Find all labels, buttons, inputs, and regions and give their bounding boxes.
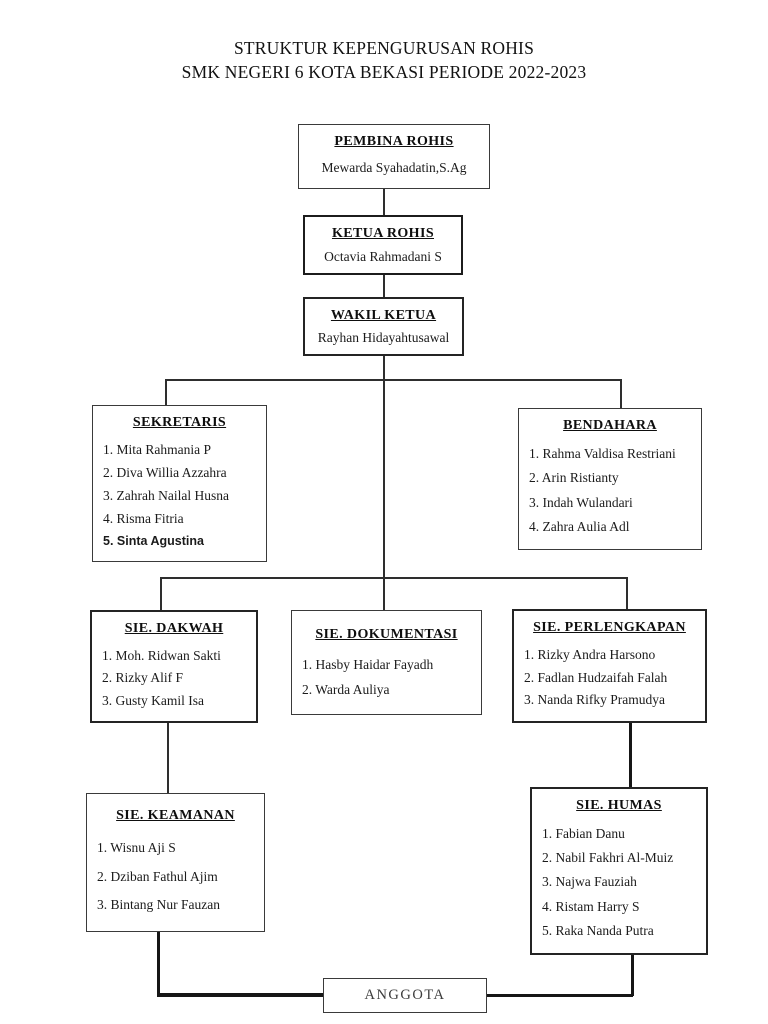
org-box-perlengkapan-heading: SIE. PERLENGKAPAN xyxy=(533,620,686,635)
member-name: 3. Indah Wulandari xyxy=(529,494,633,510)
org-box-wakil: WAKIL KETUA Rayhan Hidayahtusawal xyxy=(303,297,464,356)
org-box-dakwah: SIE. DAKWAH 1. Moh. Ridwan Sakti 2. Rizk… xyxy=(90,610,258,723)
org-box-dakwah-heading: SIE. DAKWAH xyxy=(124,621,224,636)
connector-humas-stem xyxy=(631,954,634,996)
connector-perlengkapan-humas xyxy=(629,722,632,788)
org-box-sekretaris-heading: SEKRETARIS xyxy=(132,415,227,430)
org-box-ketua: KETUA ROHIS Octavia Rahmadani S xyxy=(303,215,463,275)
member-name: 3. Zahrah Nailal Husna xyxy=(103,488,229,503)
connector-center-stem xyxy=(383,379,385,579)
member-name: 1. Wisnu Aji S xyxy=(97,840,176,856)
connector-ketua-wakil xyxy=(383,275,385,298)
member-name: Rayhan Hidayahtusawal xyxy=(317,330,450,345)
member-name: 1. Rizky Andra Harsono xyxy=(524,646,656,662)
member-name: 5. Raka Nanda Putra xyxy=(542,922,654,938)
org-box-keamanan-heading: SIE. KEAMANAN xyxy=(116,808,235,823)
member-name: 2. Dziban Fathul Ajim xyxy=(97,868,218,884)
member-name: 2. Nabil Fakhri Al-Muiz xyxy=(542,850,674,866)
member-name: 1. Fabian Danu xyxy=(542,826,625,842)
member-name: 1. Mita Rahmania P xyxy=(103,442,211,457)
member-name: 3. Gusty Kamil Isa xyxy=(102,692,204,708)
page-title-line1: STRUKTUR KEPENGURUSAN ROHIS xyxy=(233,38,534,58)
org-box-pembina-heading: PEMBINA ROHIS xyxy=(334,134,454,149)
member-name: 1. Rahma Valdisa Restriani xyxy=(529,446,676,462)
org-box-ketua-heading: KETUA ROHIS xyxy=(331,226,435,241)
member-name: 2. Diva Willia Azzahra xyxy=(103,465,227,480)
org-box-keamanan: SIE. KEAMANAN 1. Wisnu Aji S 2. Dziban F… xyxy=(86,793,265,932)
member-name: Mewarda Syahadatin,S.Ag xyxy=(321,160,467,175)
member-name: 1. Moh. Ridwan Sakti xyxy=(102,647,221,663)
connector-branch2-dakwah xyxy=(160,577,162,611)
member-name: 3. Najwa Fauziah xyxy=(542,874,637,890)
org-box-humas: SIE. HUMAS 1. Fabian Danu 2. Nabil Fakhr… xyxy=(530,787,708,955)
connector-wakil-stem xyxy=(383,356,385,380)
org-box-perlengkapan: SIE. PERLENGKAPAN 1. Rizky Andra Harsono… xyxy=(512,609,707,723)
connector-branch2-horizontal xyxy=(160,577,628,579)
connector-branch1-bendahara xyxy=(620,379,622,409)
connector-pembina-ketua xyxy=(383,189,385,216)
member-name: 4. Risma Fitria xyxy=(103,511,184,526)
connector-keamanan-stem xyxy=(157,931,160,996)
org-box-bendahara: BENDAHARA 1. Rahma Valdisa Restriani 2. … xyxy=(518,408,702,550)
connector-keamanan-anggota xyxy=(157,993,324,997)
connector-dakwah-keamanan xyxy=(167,722,169,794)
member-name: 2. Warda Auliya xyxy=(302,682,390,698)
org-box-sekretaris: SEKRETARIS 1. Mita Rahmania P 2. Diva Wi… xyxy=(92,405,267,562)
connector-branch2-perlengkapan xyxy=(626,577,628,610)
org-box-bendahara-heading: BENDAHARA xyxy=(563,418,657,433)
page-title-line2: SMK NEGERI 6 KOTA BEKASI PERIODE 2022-20… xyxy=(181,62,587,82)
connector-branch2-dokumentasi xyxy=(383,577,385,611)
org-box-pembina: PEMBINA ROHIS Mewarda Syahadatin,S.Ag xyxy=(298,124,490,189)
org-box-anggota: ANGGOTA xyxy=(323,978,487,1013)
org-box-dokumentasi-heading: SIE. DOKUMENTASI xyxy=(315,627,458,642)
member-name: Octavia Rahmadani S xyxy=(324,248,442,264)
org-box-dokumentasi: SIE. DOKUMENTASI 1. Hasby Haidar Fayadh … xyxy=(291,610,482,715)
org-box-wakil-heading: WAKIL KETUA xyxy=(330,308,437,323)
connector-humas-anggota xyxy=(486,994,633,997)
member-name: 2. Rizky Alif F xyxy=(102,670,184,685)
member-name: 4. Zahra Aulia Adl xyxy=(529,518,630,534)
connector-branch1-sekretaris xyxy=(165,379,167,406)
member-name: 3. Nanda Rifky Pramudya xyxy=(524,692,665,708)
org-box-anggota-heading: ANGGOTA xyxy=(364,987,446,1003)
member-name: 5. Sinta Agustina xyxy=(103,534,204,548)
org-box-humas-heading: SIE. HUMAS xyxy=(576,798,662,813)
member-name: 3. Bintang Nur Fauzan xyxy=(97,896,220,912)
connector-branch1-horizontal xyxy=(165,379,622,381)
member-name: 2. Arin Ristianty xyxy=(529,470,619,486)
member-name: 1. Hasby Haidar Fayadh xyxy=(302,656,434,672)
member-name: 2. Fadlan Hudzaifah Falah xyxy=(524,669,668,685)
page-title: STRUKTUR KEPENGURUSAN ROHIS SMK NEGERI 6… xyxy=(0,36,768,84)
member-name: 4. Ristam Harry S xyxy=(542,898,640,914)
